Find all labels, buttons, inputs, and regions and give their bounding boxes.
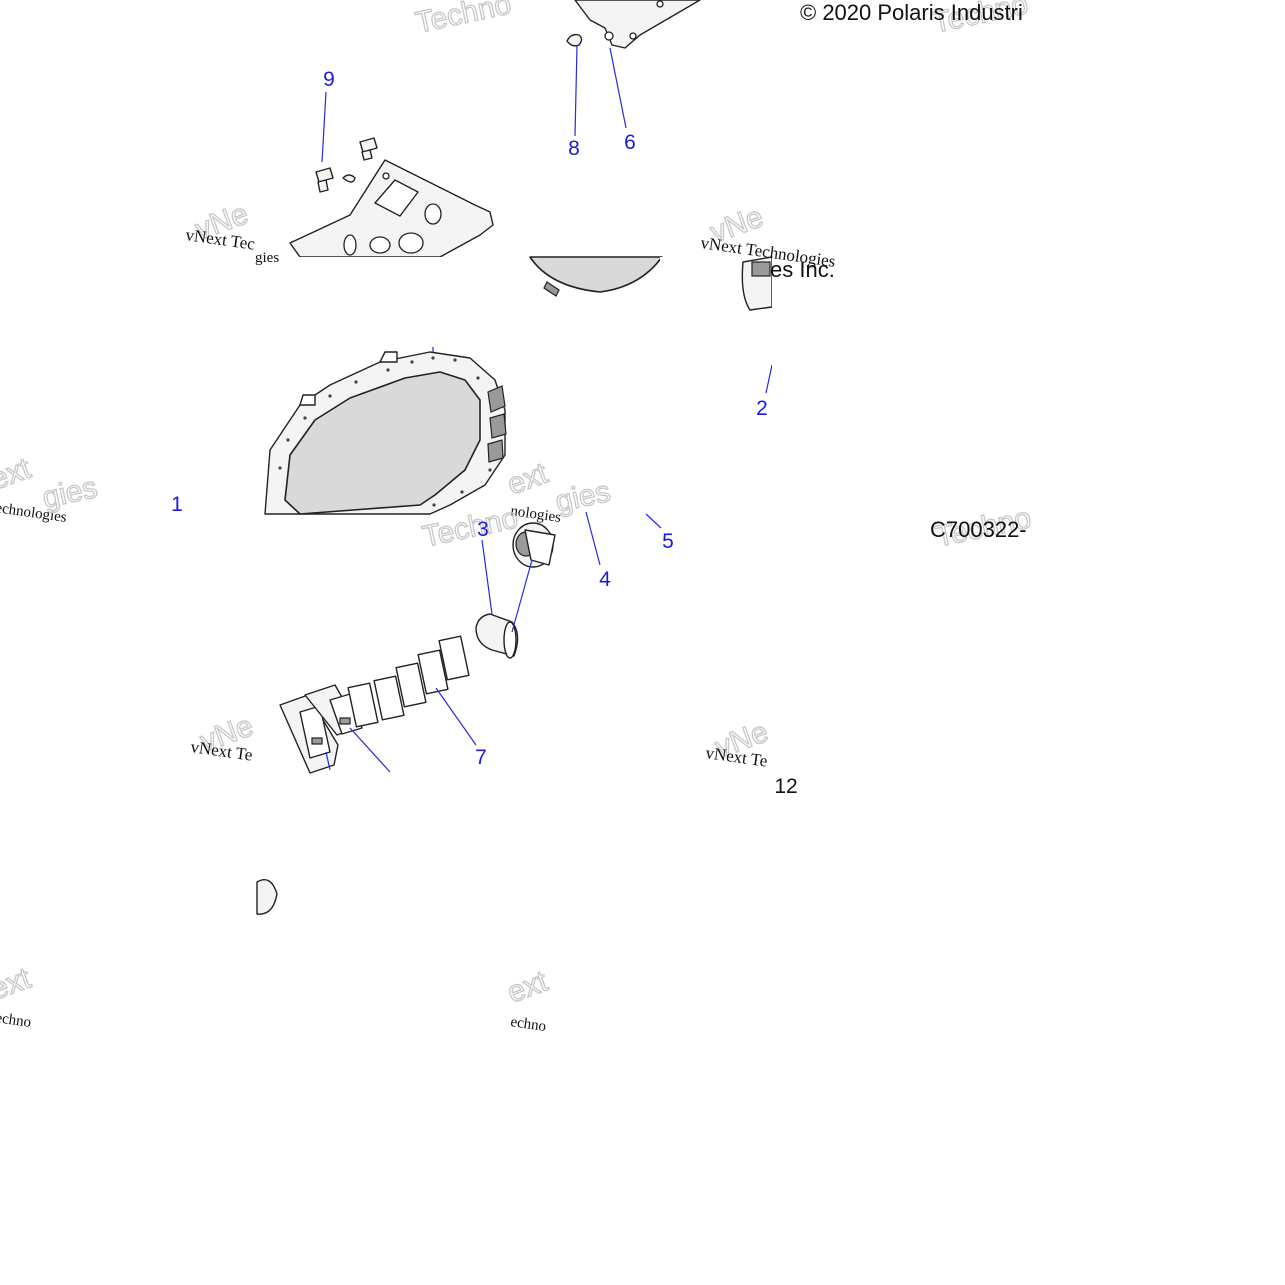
watermark-text: gies (553, 475, 614, 519)
watermark-text: echno (509, 1014, 547, 1035)
callout-6: 6 (624, 131, 636, 154)
bracket-left-part (289, 159, 494, 258)
gauge-edge-part (529, 256, 663, 297)
bracket-top-part (574, 0, 701, 49)
instrument-cluster-part (264, 351, 507, 515)
watermark-text: nologies (509, 503, 562, 526)
screw-8-part (566, 33, 583, 47)
watermark-text: ext (0, 962, 36, 1007)
watermark-text: ext (503, 457, 553, 502)
switch-body-part (475, 613, 519, 659)
lower-clip-part (256, 879, 278, 915)
key-switch-part (512, 522, 556, 568)
watermark-text: echno (0, 1010, 32, 1031)
watermark-text: Techno (413, 0, 514, 40)
screws-9-part (315, 137, 378, 193)
callout-numbers: 9 8 6 2 1 3 5 4 7 12 (171, 68, 798, 798)
callout-3: 3 (477, 518, 489, 541)
rocker-switches-part (279, 635, 470, 774)
watermark-text: ext (503, 965, 553, 1010)
watermark-text: gies (255, 250, 279, 266)
copyright-text: © 2020 Polaris Industri (800, 0, 1023, 25)
catalog-code: C700322- (930, 517, 1027, 542)
callout-12: 12 (774, 775, 797, 798)
connector-2-part (741, 256, 773, 311)
watermark-text: gies (40, 471, 101, 515)
callout-9: 9 (323, 68, 335, 91)
watermark-text: ext (0, 452, 36, 497)
callout-5: 5 (662, 530, 674, 553)
callout-7: 7 (475, 746, 487, 769)
callout-4: 4 (599, 568, 611, 591)
callout-8: 8 (568, 137, 580, 160)
callout-2: 2 (756, 397, 768, 420)
callout-1: 1 (171, 493, 183, 516)
copyright-tail-text: es Inc. (770, 257, 835, 282)
